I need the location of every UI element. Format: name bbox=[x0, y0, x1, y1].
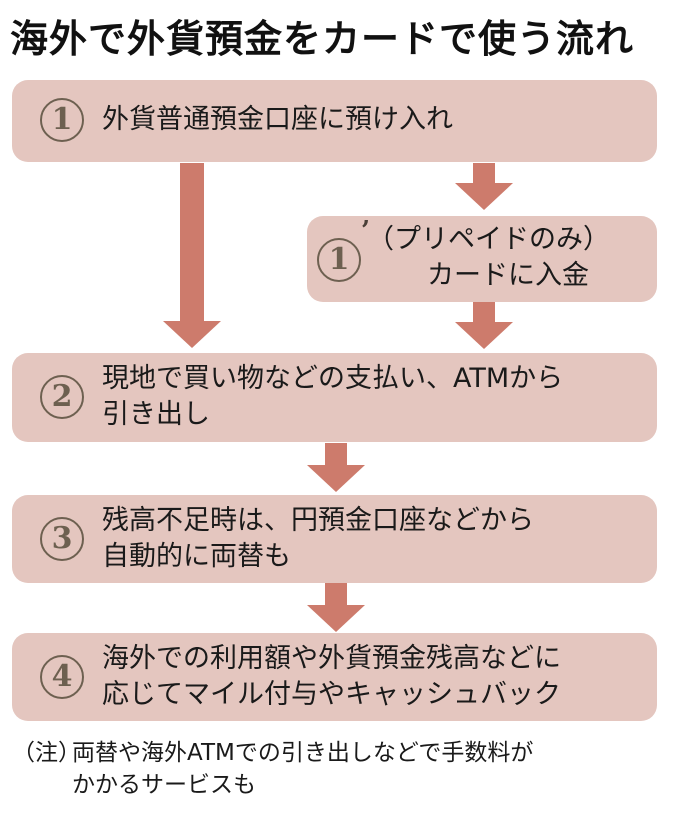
arrow-shaft bbox=[473, 302, 495, 324]
step-4-number-icon: 4 bbox=[40, 655, 84, 699]
arrow-head bbox=[455, 183, 513, 210]
step-3-box: 3 残高不足時は、円預金口座などから 自動的に両替も bbox=[12, 495, 657, 583]
step-4-label-line-2: 応じてマイル付与やキャッシュバック bbox=[102, 679, 561, 710]
arrow-step3-to-step4 bbox=[307, 583, 365, 632]
step-1-prime-box: 1 ’ （プリペイドのみ） カードに入金 bbox=[307, 216, 657, 302]
step-2-label-line-1: 現地で買い物などの支払い、ATMから bbox=[102, 363, 564, 394]
step-2-number-icon: 2 bbox=[40, 375, 84, 419]
arrow-step1-to-step1prime bbox=[455, 163, 513, 210]
step-1-prime-label-line-2: カードに入金 bbox=[427, 260, 589, 291]
step-1-prime-number-icon: 1 bbox=[317, 238, 361, 282]
note-line-2: かかるサービスも bbox=[72, 772, 256, 798]
step-1-number-icon: 1 bbox=[40, 98, 84, 142]
step-1-box: 1 外貨普通預金口座に預け入れ bbox=[12, 80, 657, 162]
arrow-head bbox=[455, 322, 513, 349]
arrow-shaft bbox=[325, 443, 347, 467]
arrow-step1-to-step2 bbox=[163, 163, 221, 348]
arrow-step1prime-to-step2 bbox=[455, 302, 513, 349]
diagram-title: 海外で外貨預金をカードで使う流れ bbox=[10, 17, 635, 61]
arrow-head bbox=[307, 465, 365, 492]
arrow-head bbox=[307, 605, 365, 632]
step-2-box: 2 現地で買い物などの支払い、ATMから 引き出し bbox=[12, 353, 657, 442]
step-3-number-icon: 3 bbox=[40, 517, 84, 561]
arrow-step2-to-step3 bbox=[307, 443, 365, 492]
step-4-label-line-1: 海外での利用額や外貨預金残高などに bbox=[102, 643, 561, 674]
note-prefix: （注） bbox=[12, 740, 81, 766]
prime-mark: ’ bbox=[361, 216, 371, 246]
step-3-label-line-2: 自動的に両替も bbox=[102, 541, 291, 572]
arrow-shaft bbox=[325, 583, 347, 607]
step-1-prime-label-line-1: （プリペイドのみ） bbox=[367, 224, 610, 255]
step-3-label-line-1: 残高不足時は、円預金口座などから bbox=[102, 505, 534, 536]
arrow-head bbox=[163, 321, 221, 348]
step-2-label-line-2: 引き出し bbox=[102, 399, 210, 430]
step-4-box: 4 海外での利用額や外貨預金残高などに 応じてマイル付与やキャッシュバック bbox=[12, 633, 657, 721]
arrow-shaft bbox=[473, 163, 495, 185]
arrow-shaft bbox=[180, 163, 204, 323]
step-1-label: 外貨普通預金口座に預け入れ bbox=[102, 104, 453, 135]
note-line-1: 両替や海外ATMでの引き出しなどで手数料が bbox=[72, 740, 534, 766]
